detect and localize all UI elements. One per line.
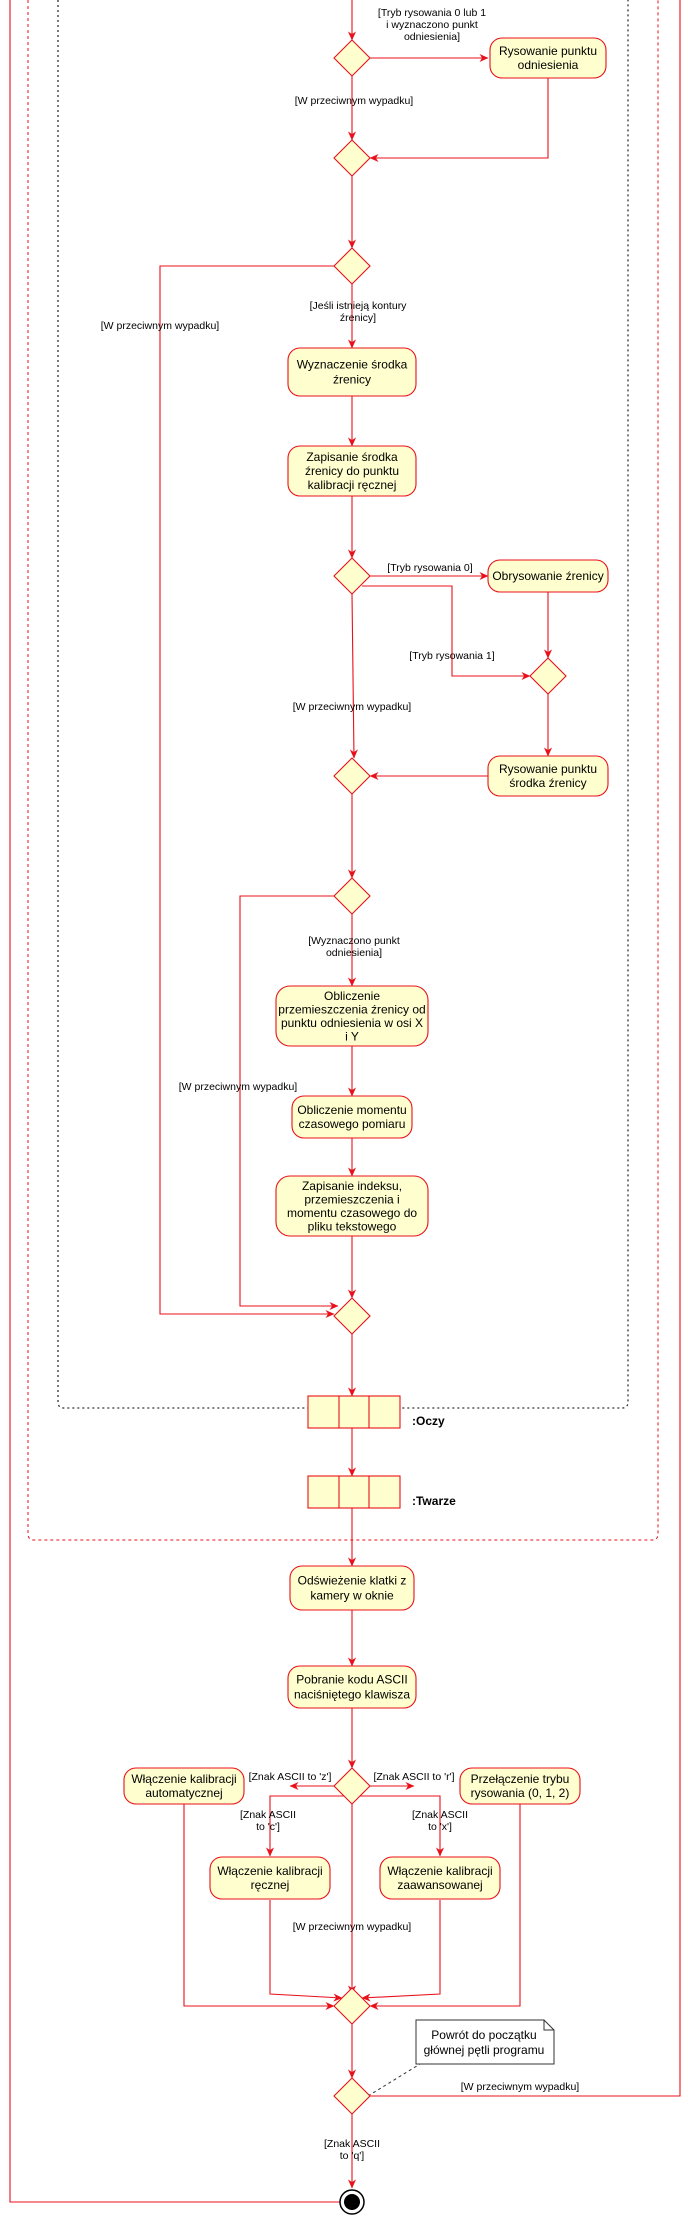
edge-ascii-c: [265, 1795, 344, 1857]
edge-ascii-x: [360, 1795, 445, 1857]
decision-diamond: [333, 2077, 371, 2115]
edge-ref-to-merge: [369, 72, 549, 163]
guard-label: [W przeciwnym wypadku]: [293, 701, 412, 713]
edge-else3: [349, 593, 358, 759]
partition-oczy: :Oczy: [307, 1395, 445, 1429]
edges: [9, 0, 681, 2203]
outer-loop-frame: [27, 0, 659, 1541]
decision-nodes: [333, 39, 567, 2115]
svg-text:Obrysowanie źrenicy: Obrysowanie źrenicy: [492, 569, 603, 583]
edge-przel-merge: [369, 1804, 521, 2011]
merge-diamond: [333, 139, 371, 177]
edge-reczna-merge: [269, 1900, 343, 2002]
merge-diamond: [333, 1987, 371, 2025]
decision-diamond: [333, 557, 371, 595]
edge-else2: [159, 265, 335, 1319]
partition-twarze: :Twarze: [307, 1475, 456, 1509]
partition-twarze-label: :Twarze: [412, 1494, 456, 1508]
merge-diamond: [333, 1297, 371, 1335]
merge-diamond: [529, 657, 567, 695]
activity-obrysowanie-zrenicy: Obrysowanie źrenicy: [487, 559, 609, 593]
decision-diamond: [333, 877, 371, 915]
guard-label: [W przeciwnym wypadku]: [295, 95, 414, 107]
note-fold: [543, 2020, 554, 2031]
guard-label: [W przeciwnym wypadku]: [461, 2081, 580, 2093]
decision-diamond: [333, 39, 371, 77]
guard-label: [Tryb rysowania 0]: [387, 562, 472, 574]
guard-label: [Znak ASCII to 'r']: [373, 1771, 454, 1783]
edge-main-loop-left: [9, 0, 352, 2203]
guard-label: [Tryb rysowania 1]: [409, 650, 494, 662]
edge-auto-merge: [183, 1804, 335, 2011]
note-connector: [367, 2063, 421, 2097]
edge-zaaw-merge: [361, 1900, 441, 2002]
guard-label: [W przeciwnym wypadku]: [179, 1081, 298, 1093]
edge-tryb1: [362, 585, 531, 681]
guard-label: [Znak ASCII to 'z']: [249, 1771, 332, 1783]
partition-oczy-label: :Oczy: [412, 1414, 445, 1428]
decision-diamond: [333, 1767, 371, 1805]
final-node: [339, 2189, 365, 2215]
svg-text:Zapisanie indeksu,przemieszcze: Zapisanie indeksu,przemieszczenia imomen…: [287, 1179, 417, 1234]
guard-label: [W przeciwnym wypadku]: [101, 320, 220, 332]
note-box: [415, 2019, 555, 2065]
guard-label: [W przeciwnym wypadku]: [293, 1921, 412, 1933]
decision-diamond: [333, 247, 371, 285]
edge-main-loop-return: [368, 0, 681, 2097]
edge-else4: [239, 895, 339, 1311]
merge-diamond: [333, 757, 371, 795]
